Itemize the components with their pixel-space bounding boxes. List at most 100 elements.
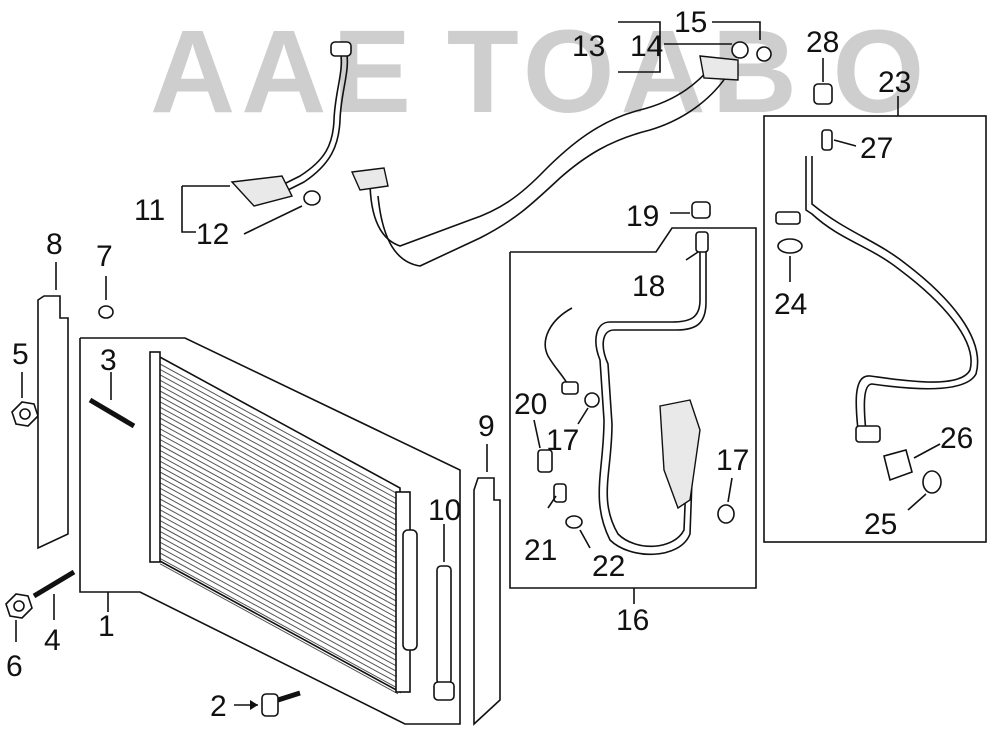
callout-3: 3	[100, 344, 117, 377]
group-23-frame	[763, 115, 987, 543]
condenser-fins	[159, 363, 399, 695]
condenser-fin	[159, 563, 399, 695]
part-22-seal	[565, 515, 583, 529]
condenser-fin	[159, 449, 399, 581]
callout-23: 23	[878, 66, 911, 99]
condenser-fin	[159, 493, 399, 625]
callout-22: 22	[592, 550, 625, 583]
condenser-fin	[159, 379, 399, 511]
bracket-11	[181, 186, 196, 233]
condenser-fin	[159, 390, 399, 522]
condenser-fin	[159, 401, 399, 533]
leader-21	[547, 495, 557, 509]
condenser-fin	[159, 498, 399, 630]
condenser-fin	[159, 536, 399, 668]
callout-5: 5	[12, 338, 29, 371]
callout-9: 9	[478, 410, 495, 443]
arrow-2	[250, 700, 258, 710]
condenser-fin	[159, 385, 399, 517]
callout-13: 13	[572, 30, 605, 63]
part-7-seal	[98, 305, 114, 319]
leader-20	[533, 419, 541, 449]
part-3-pin	[88, 397, 136, 429]
condenser-fin	[159, 406, 399, 538]
part-14-seal	[731, 41, 749, 59]
leader-22	[579, 529, 591, 549]
callout-17-b: 17	[716, 444, 749, 477]
condenser-fin	[159, 509, 399, 641]
condenser-fin	[159, 557, 399, 689]
condenser-fin	[159, 439, 399, 571]
condenser-fin	[159, 444, 399, 576]
callout-20: 20	[514, 388, 547, 421]
callout-18: 18	[632, 270, 665, 303]
callout-numbers: 1 2 3 4 5 6 7 8 9 10 11 12 13 14 15 16 1…	[6, 6, 973, 723]
condenser-fin	[159, 552, 399, 684]
discharge-hose	[230, 41, 352, 207]
condenser-fin	[159, 428, 399, 560]
part-17-seal-a	[584, 392, 600, 408]
condenser-fin	[159, 514, 399, 646]
part-5-nut	[11, 401, 39, 427]
part-27-valve	[821, 129, 833, 151]
condenser-fin	[159, 422, 399, 554]
condenser-fin	[159, 547, 399, 679]
leader-12	[243, 205, 303, 235]
leader-17a	[577, 407, 589, 425]
part-19-cap	[691, 201, 711, 219]
part-18-valve	[695, 231, 709, 253]
receiver-drier	[402, 529, 418, 651]
callout-7: 7	[96, 240, 113, 273]
condenser-fin	[159, 395, 399, 527]
condenser-fin	[159, 368, 399, 500]
leader-17b	[727, 477, 733, 503]
condenser-fin	[159, 417, 399, 549]
hose-assembly-23	[775, 156, 979, 443]
condenser-group-frame	[79, 337, 461, 725]
part-10-desiccant	[433, 565, 455, 701]
condenser-fin	[159, 476, 399, 608]
condenser-fin	[159, 487, 399, 619]
leader-18	[685, 251, 699, 261]
part-4-stud	[32, 569, 76, 599]
callout-17-a: 17	[546, 424, 579, 457]
leader-27	[833, 139, 857, 147]
hose-assembly-16	[544, 236, 707, 556]
callout-16: 16	[616, 604, 649, 637]
condenser-left-tank	[149, 351, 161, 563]
group-16-frame	[509, 227, 757, 589]
part-9-bracket	[473, 477, 501, 726]
condenser-assembly	[79, 337, 461, 725]
part-15-seal	[756, 46, 772, 62]
condenser-fin	[159, 530, 399, 662]
part-28-cap	[813, 83, 833, 105]
condenser-fin	[159, 374, 399, 506]
condenser-fin	[159, 541, 399, 673]
bracket-13	[618, 21, 661, 73]
part-17-seal-b	[717, 504, 735, 524]
leader-26	[913, 443, 941, 459]
suction-liquid-lines	[350, 55, 739, 267]
part-25-seal	[922, 470, 942, 494]
callout-21: 21	[524, 534, 557, 567]
callout-10: 10	[428, 494, 461, 527]
callout-24: 24	[774, 288, 807, 321]
callout-28: 28	[806, 26, 839, 59]
condenser-fin	[159, 471, 399, 603]
part-20-switch	[537, 449, 553, 473]
part-24-seal	[777, 238, 803, 254]
callout-11: 11	[134, 194, 165, 227]
callout-19: 19	[626, 200, 659, 233]
condenser-fin	[159, 482, 399, 614]
callout-12: 12	[196, 218, 229, 251]
callout-14: 14	[630, 30, 663, 63]
condenser-fin	[159, 520, 399, 652]
condenser-fin	[159, 503, 399, 635]
part-26-plate	[883, 449, 913, 482]
callout-25: 25	[864, 508, 897, 541]
callout-2: 2	[210, 690, 227, 723]
part-6-nut	[5, 593, 33, 619]
condenser-fin	[159, 466, 399, 598]
